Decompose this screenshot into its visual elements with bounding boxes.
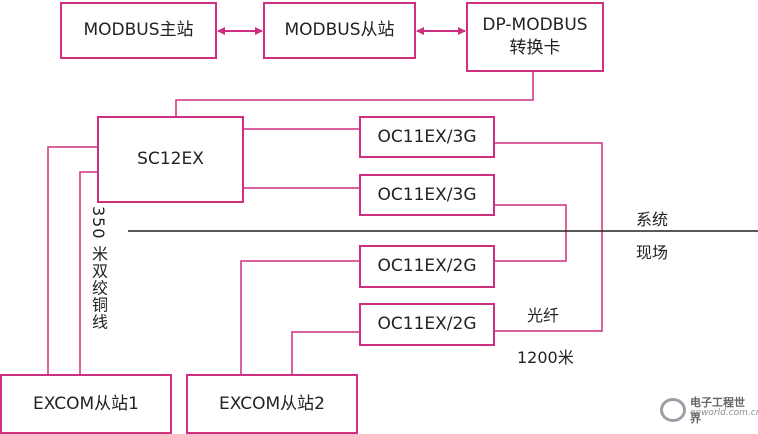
excom-slave-2-label: EXCOM从站2 (219, 393, 325, 414)
oc-module-4-label: OC11EX/2G (377, 314, 477, 335)
oc-module-2-box: OC11EX/3G (359, 174, 495, 216)
oc-module-1-box: OC11EX/3G (359, 116, 495, 158)
dp-modbus-converter-box: DP-MODBUS 转换卡 (466, 2, 604, 72)
excom-slave-1-label: EXCOM从站1 (33, 393, 139, 414)
cable-sc12ex-excom1-b (79, 171, 97, 374)
modbus-slave-label: MODBUS从站 (284, 20, 395, 41)
sc12ex-box: SC12EX (97, 116, 244, 203)
converter-card-label: 转换卡 (509, 38, 561, 58)
fiber-label: 光纤 (527, 306, 560, 325)
watermark-url: eeworld.com.cn (690, 408, 758, 418)
eeworld-logo-icon (660, 398, 686, 422)
excom-slave-1-box: EXCOM从站1 (0, 374, 172, 434)
modbus-master-box: MODBUS主站 (60, 2, 217, 59)
sc12ex-label: SC12EX (137, 149, 204, 170)
oc3-excom2-link (240, 260, 359, 374)
oc-module-3-label: OC11EX/2G (377, 256, 477, 277)
fiber-oc2-oc3 (495, 204, 567, 262)
oc4-excom2-link (291, 331, 359, 374)
oc-module-2-label: OC11EX/3G (377, 184, 477, 205)
modbus-master-label: MODBUS主站 (83, 20, 194, 41)
converter-sc12ex-link (175, 72, 534, 116)
watermark: 电子工程世界 eeworld.com.cn (660, 394, 758, 428)
distance-label: 1200米 (517, 348, 574, 367)
watermark-title: 电子工程世界 (690, 396, 745, 425)
system-label: 系统 (636, 210, 669, 229)
oc-module-4-box: OC11EX/2G (359, 303, 495, 346)
dp-modbus-label: DP-MODBUS (482, 15, 588, 36)
cable-sc12ex-excom1-a (47, 146, 97, 374)
excom-slave-2-box: EXCOM从站2 (186, 374, 358, 434)
cable-length-label: 350 米双绞铜线 (89, 206, 108, 331)
field-label: 现场 (636, 243, 669, 262)
oc-module-1-label: OC11EX/3G (377, 126, 477, 147)
modbus-slave-box: MODBUS从站 (263, 2, 416, 59)
oc-module-3-box: OC11EX/2G (359, 245, 495, 288)
fiber-oc1-oc4 (495, 142, 603, 332)
